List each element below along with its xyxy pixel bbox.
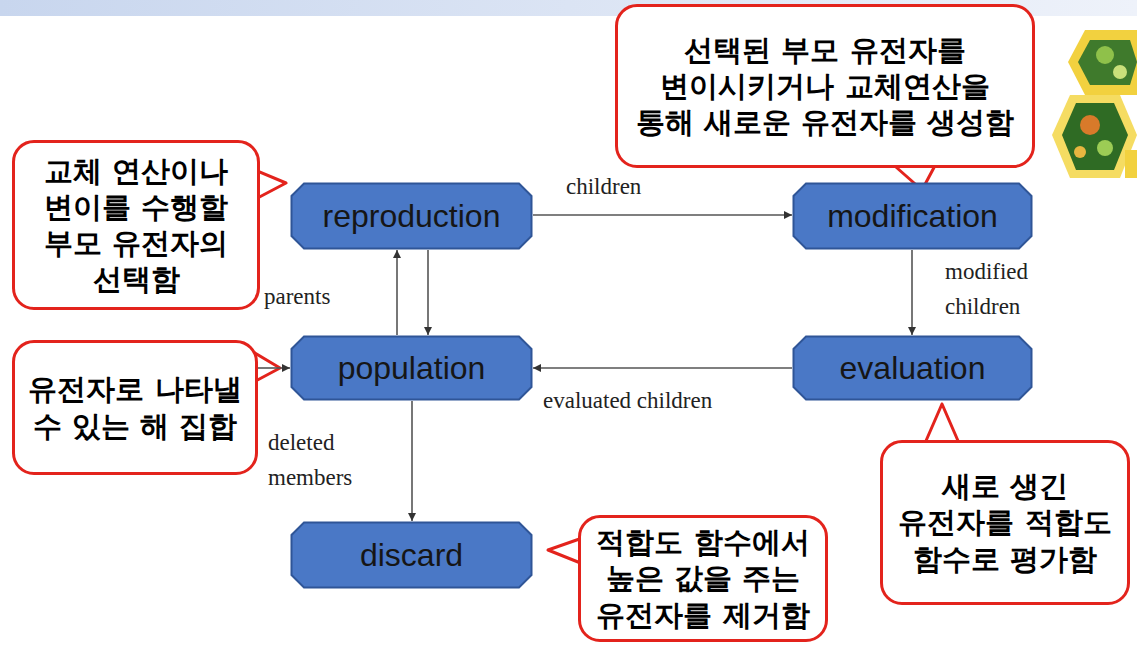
corner-illustration <box>1052 30 1137 178</box>
process-box: evaluation <box>792 335 1033 401</box>
edge-label: evaluated children <box>543 384 783 419</box>
callout-bubble: 새로 생긴 유전자를 적합도 함수로 평가함 <box>880 440 1130 605</box>
callout-text: 새로 생긴 유전자를 적합도 함수로 평가함 <box>893 468 1117 577</box>
process-box: discard <box>290 521 533 589</box>
callout-bubble: 적합도 함수에서 높은 값을 주는 유전자를 제거함 <box>578 515 828 642</box>
callout-text: 적합도 함수에서 높은 값을 주는 유전자를 제거함 <box>591 524 815 633</box>
process-box: population <box>290 335 533 401</box>
flow-arrow <box>533 367 792 369</box>
box-label: population <box>338 350 486 387</box>
flow-arrow <box>396 250 398 335</box>
octagon-shape <box>794 337 1032 400</box>
octagon-shape <box>794 184 1032 249</box>
box-label: discard <box>360 537 463 574</box>
callout-text: 선택된 부모 유전자를 변이시키거나 교체연산을 통해 새로운 유전자를 생성함 <box>628 32 1022 141</box>
process-box: modification <box>792 182 1033 250</box>
box-label: reproduction <box>323 198 501 235</box>
octagon-shape <box>292 523 532 588</box>
flow-arrow <box>411 401 413 521</box>
edge-label: parents <box>264 280 364 315</box>
box-label: modification <box>827 198 998 235</box>
flow-arrow <box>427 250 429 335</box>
edge-label: deleted members <box>268 426 378 495</box>
flow-arrow <box>533 214 792 216</box>
callout-bubble: 선택된 부모 유전자를 변이시키거나 교체연산을 통해 새로운 유전자를 생성함 <box>615 4 1035 168</box>
callout-bubble: 유전자로 나타낼 수 있는 해 집합 <box>12 340 258 475</box>
callout-bubble: 교체 연산이나 변이를 수행할 부모 유전자의 선택함 <box>12 140 260 310</box>
octagon-shape <box>292 337 532 400</box>
edge-label: children <box>566 170 706 205</box>
flow-arrow <box>911 250 913 335</box>
flow-arrow <box>258 367 290 369</box>
octagon-shape <box>292 184 532 249</box>
edge-label: modified children <box>945 255 1055 324</box>
box-label: evaluation <box>840 350 986 387</box>
callout-text: 유전자로 나타낼 수 있는 해 집합 <box>25 371 245 444</box>
callout-text: 교체 연산이나 변이를 수행할 부모 유전자의 선택함 <box>25 153 247 298</box>
process-box: reproduction <box>290 182 533 250</box>
